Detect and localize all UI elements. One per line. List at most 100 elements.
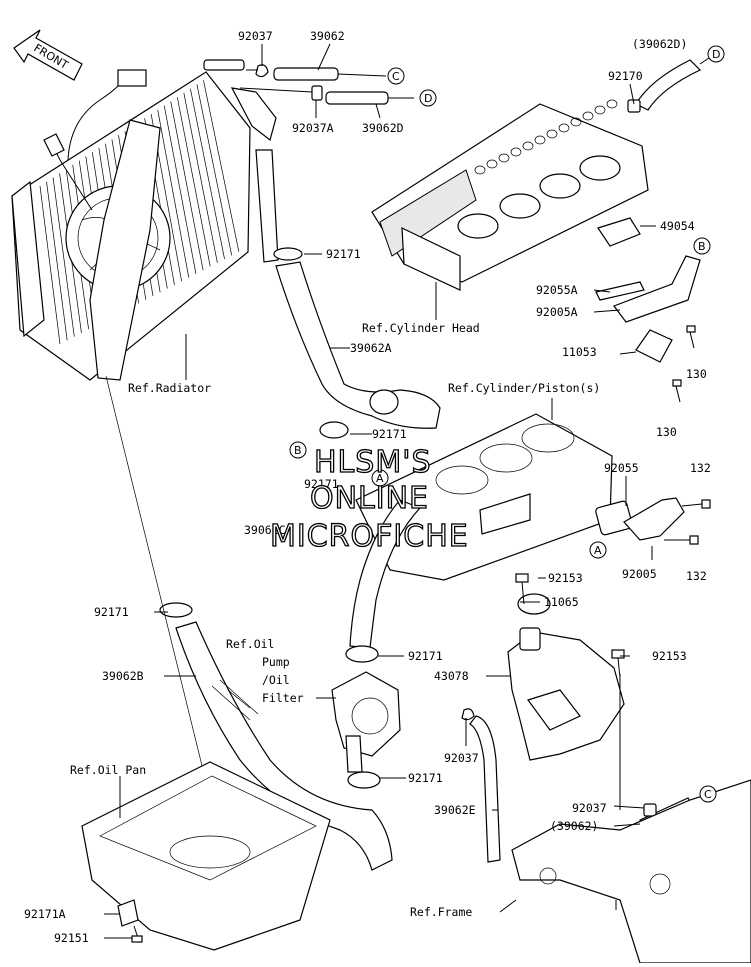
clamp-92037 <box>255 64 269 78</box>
radiator <box>11 69 251 381</box>
cylinder-block <box>355 413 613 581</box>
label-43078: 43078 <box>434 669 469 683</box>
clamp-92037-c <box>643 803 657 817</box>
cam-lobe <box>570 117 582 127</box>
label-49054: 49054 <box>660 219 695 233</box>
label-39062D: 39062D <box>362 121 404 135</box>
label-39062C: 39062C <box>244 523 286 537</box>
bracket-92171A <box>117 899 139 927</box>
front-arrow-icon: FRONT <box>13 29 83 81</box>
cylinder-head <box>371 99 649 291</box>
label-39062-top: 39062 <box>310 29 345 43</box>
clamp-92037-b <box>461 708 475 721</box>
water-pump <box>331 671 401 773</box>
svg-text:ONLINE: ONLINE <box>310 481 429 516</box>
svg-text:MICROFICHE: MICROFICHE <box>270 519 469 554</box>
radiator-fin <box>52 177 75 337</box>
label-92171-b: 92171 <box>372 427 407 441</box>
radiator-fin <box>157 109 190 278</box>
callout-b-left: B <box>289 441 307 459</box>
label-92055: 92055 <box>604 461 639 475</box>
cam-lobe <box>594 105 606 115</box>
radiator-fin <box>170 101 204 271</box>
label-92171-d: 92171 <box>94 605 129 619</box>
label-92171-c: 92171 <box>304 477 339 491</box>
hose-39062A <box>275 261 441 429</box>
radiator-fin <box>163 105 197 274</box>
bolt-132 <box>664 499 711 545</box>
ref-oil-pump-line2: Pump <box>262 655 290 669</box>
hose-39062E <box>469 715 501 863</box>
gasket-92055 <box>595 500 633 536</box>
label-130-b: 130 <box>656 425 677 439</box>
frame <box>511 779 751 964</box>
svg-text:A: A <box>594 544 602 557</box>
radiator-fin <box>39 185 61 345</box>
radiator-fin <box>190 88 225 260</box>
cam-lobe <box>510 147 522 157</box>
label-39062B: 39062B <box>102 669 144 683</box>
reference-labels: Ref.Cylinder Head Ref.Radiator Ref.Cylin… <box>70 321 600 919</box>
clamp-92171-b <box>319 421 349 439</box>
callout-a-mid: A <box>371 469 389 487</box>
clamp-92171-upper <box>273 247 303 261</box>
ref-cylinder-head: Ref.Cylinder Head <box>362 321 480 335</box>
hose-39062 <box>273 67 387 81</box>
label-92171-e: 92171 <box>408 649 443 663</box>
ref-frame: Ref.Frame <box>410 905 472 919</box>
svg-text:D: D <box>424 92 432 105</box>
callouts: C D D B B A A C <box>289 45 725 803</box>
label-92151: 92151 <box>54 931 89 945</box>
callout-b-right: B <box>693 237 711 255</box>
label-92153-a: 92153 <box>548 571 583 585</box>
hose-39062B <box>175 621 393 871</box>
radiator-fin <box>196 84 233 256</box>
label-39062A: 39062A <box>350 341 392 355</box>
callout-d-right: D <box>707 45 725 63</box>
ref-oil-pan: Ref.Oil Pan <box>70 763 146 777</box>
cam-lobe <box>474 165 486 175</box>
clamp-92037A <box>311 85 323 101</box>
clamp-92171-c <box>345 645 379 663</box>
callout-c-bottom: C <box>699 785 717 803</box>
clamp-92170 <box>627 99 641 113</box>
ref-cylinder-piston: Ref.Cylinder/Piston(s) <box>448 381 600 395</box>
radiator-upper-neck <box>203 59 279 263</box>
part-labels: 92037 39062 (39062D) 92170 92037A 39062D… <box>24 29 711 945</box>
label-92037A: 92037A <box>292 121 334 135</box>
cam-lobe <box>534 135 546 145</box>
fitting-92005A <box>613 255 701 323</box>
cam-lobe <box>498 153 510 163</box>
cap-49054 <box>597 217 641 247</box>
svg-text:D: D <box>712 48 720 61</box>
radiator-fin <box>176 97 211 267</box>
label-92005A: 92005A <box>536 305 578 319</box>
hose-39062D <box>325 91 414 105</box>
clamp-92171-e <box>347 771 381 789</box>
bracket-11053 <box>635 329 673 363</box>
label-132-a: 132 <box>690 461 711 475</box>
hose-39062D-right <box>635 55 713 111</box>
oil-pan <box>81 761 331 951</box>
gasket-92055A <box>595 281 645 301</box>
svg-text:A: A <box>376 472 384 485</box>
label-39062-paren: (39062) <box>550 819 598 833</box>
fitting-92005 <box>623 497 685 541</box>
clamp-92171-d <box>159 602 193 618</box>
callout-a-right: A <box>589 541 607 559</box>
label-11053: 11053 <box>562 345 597 359</box>
cam-lobe <box>582 111 594 121</box>
bolt-130 <box>672 325 696 403</box>
label-92171-a: 92171 <box>326 247 361 261</box>
callout-d-top: D <box>419 89 437 107</box>
cam-lobe <box>558 123 570 133</box>
cam-lobe <box>486 159 498 169</box>
label-92037-top: 92037 <box>238 29 273 43</box>
bolt-92153 <box>515 573 625 679</box>
svg-text:B: B <box>698 240 706 253</box>
label-39062D-paren: (39062D) <box>632 37 687 51</box>
label-92037-c: 92037 <box>572 801 607 815</box>
ref-oil-pump-line3: /Oil <box>262 673 290 687</box>
label-92171-f: 92171 <box>408 771 443 785</box>
